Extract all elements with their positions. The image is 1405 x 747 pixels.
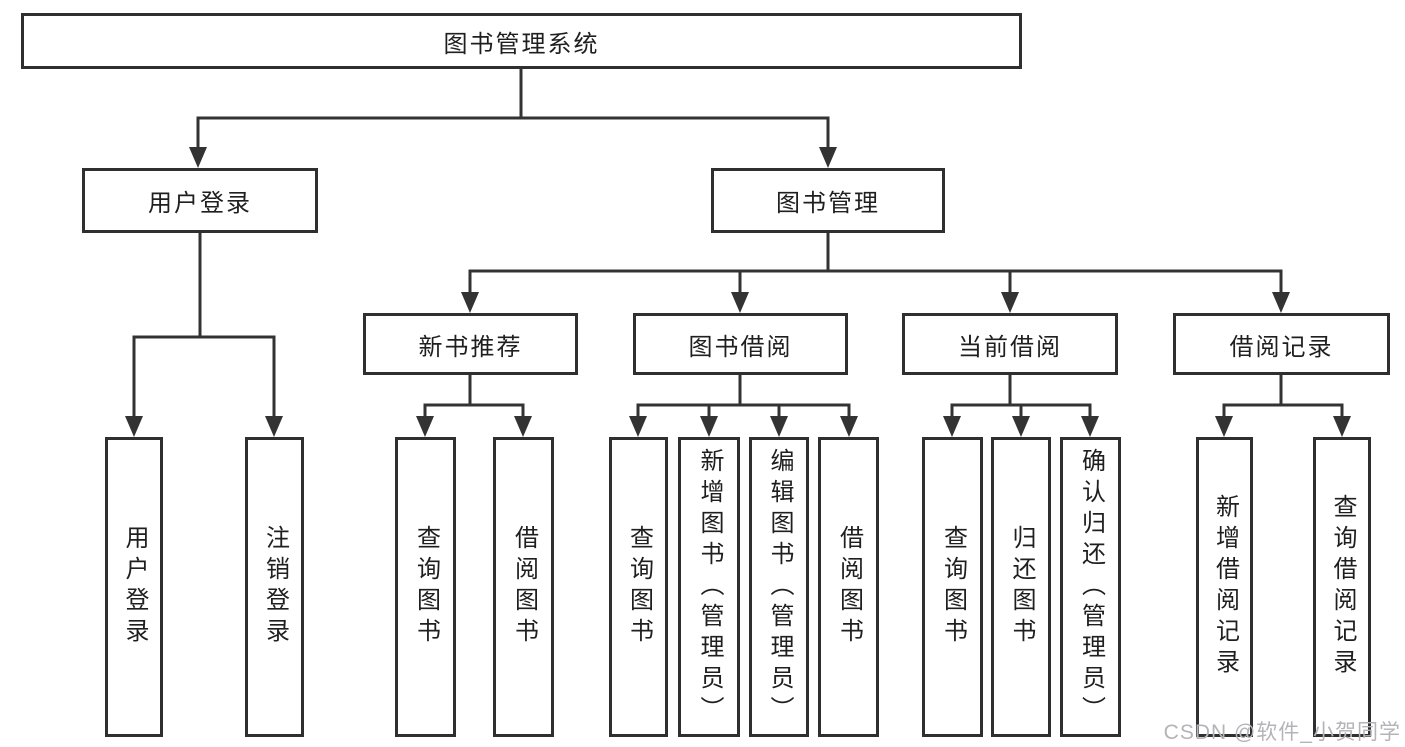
node-label: 用户登录 [121, 525, 148, 649]
node-borrow-books-action: 借阅图书 [818, 437, 879, 737]
node-book-management: 图书管理 [711, 168, 945, 233]
node-label: 图书管理 [776, 190, 880, 217]
node-add-books-admin: 新增图书（管理员） [678, 437, 740, 737]
node-label: 归还图书 [1008, 525, 1035, 649]
node-label: 查询图书 [412, 525, 440, 649]
node-book-borrowing: 图书借阅 [633, 313, 848, 375]
node-user-login-action: 用户登录 [105, 437, 163, 737]
node-return-books: 归还图书 [991, 437, 1051, 737]
csdn-watermark: CSDN @软件_小贺同学 [1163, 721, 1401, 744]
node-borrow-books-recommend: 借阅图书 [493, 437, 554, 737]
node-label: 新增借阅记录 [1211, 494, 1239, 680]
node-user-login: 用户登录 [82, 168, 318, 233]
node-label: 确认归还（管理员） [1077, 447, 1105, 727]
node-library-management-system: 图书管理系统 [21, 13, 1022, 69]
node-label: 查询借阅记录 [1329, 494, 1356, 680]
arrowheads [125, 147, 1351, 437]
node-query-books-borrow: 查询图书 [609, 437, 668, 737]
node-query-books-recommend: 查询图书 [395, 437, 456, 737]
node-label: 借阅记录 [1229, 333, 1334, 361]
node-query-books-current: 查询图书 [922, 437, 983, 737]
node-new-book-recommendation: 新书推荐 [363, 313, 578, 375]
node-label: 查询图书 [939, 525, 967, 649]
node-label: 当前借阅 [958, 333, 1062, 361]
node-label: 图书借阅 [688, 333, 793, 361]
node-confirm-return-admin: 确认归还（管理员） [1060, 437, 1121, 737]
node-label: 编辑图书（管理员） [766, 447, 793, 727]
node-query-borrow-record: 查询借阅记录 [1313, 437, 1371, 737]
node-borrowing-records: 借阅记录 [1173, 313, 1390, 375]
node-label: 借阅图书 [510, 525, 538, 649]
node-label: 用户登录 [148, 190, 252, 217]
node-edit-books-admin: 编辑图书（管理员） [749, 437, 809, 737]
node-label: 注销登录 [261, 525, 289, 649]
node-logout-action: 注销登录 [245, 437, 304, 737]
node-current-borrowing: 当前借阅 [902, 313, 1118, 375]
node-label: 新增图书（管理员） [696, 447, 723, 727]
node-label: 查询图书 [625, 525, 653, 649]
node-label: 借阅图书 [835, 525, 863, 649]
node-label: 图书管理系统 [443, 30, 600, 58]
node-add-borrow-record: 新增借阅记录 [1196, 437, 1253, 737]
node-label: 新书推荐 [418, 333, 523, 361]
